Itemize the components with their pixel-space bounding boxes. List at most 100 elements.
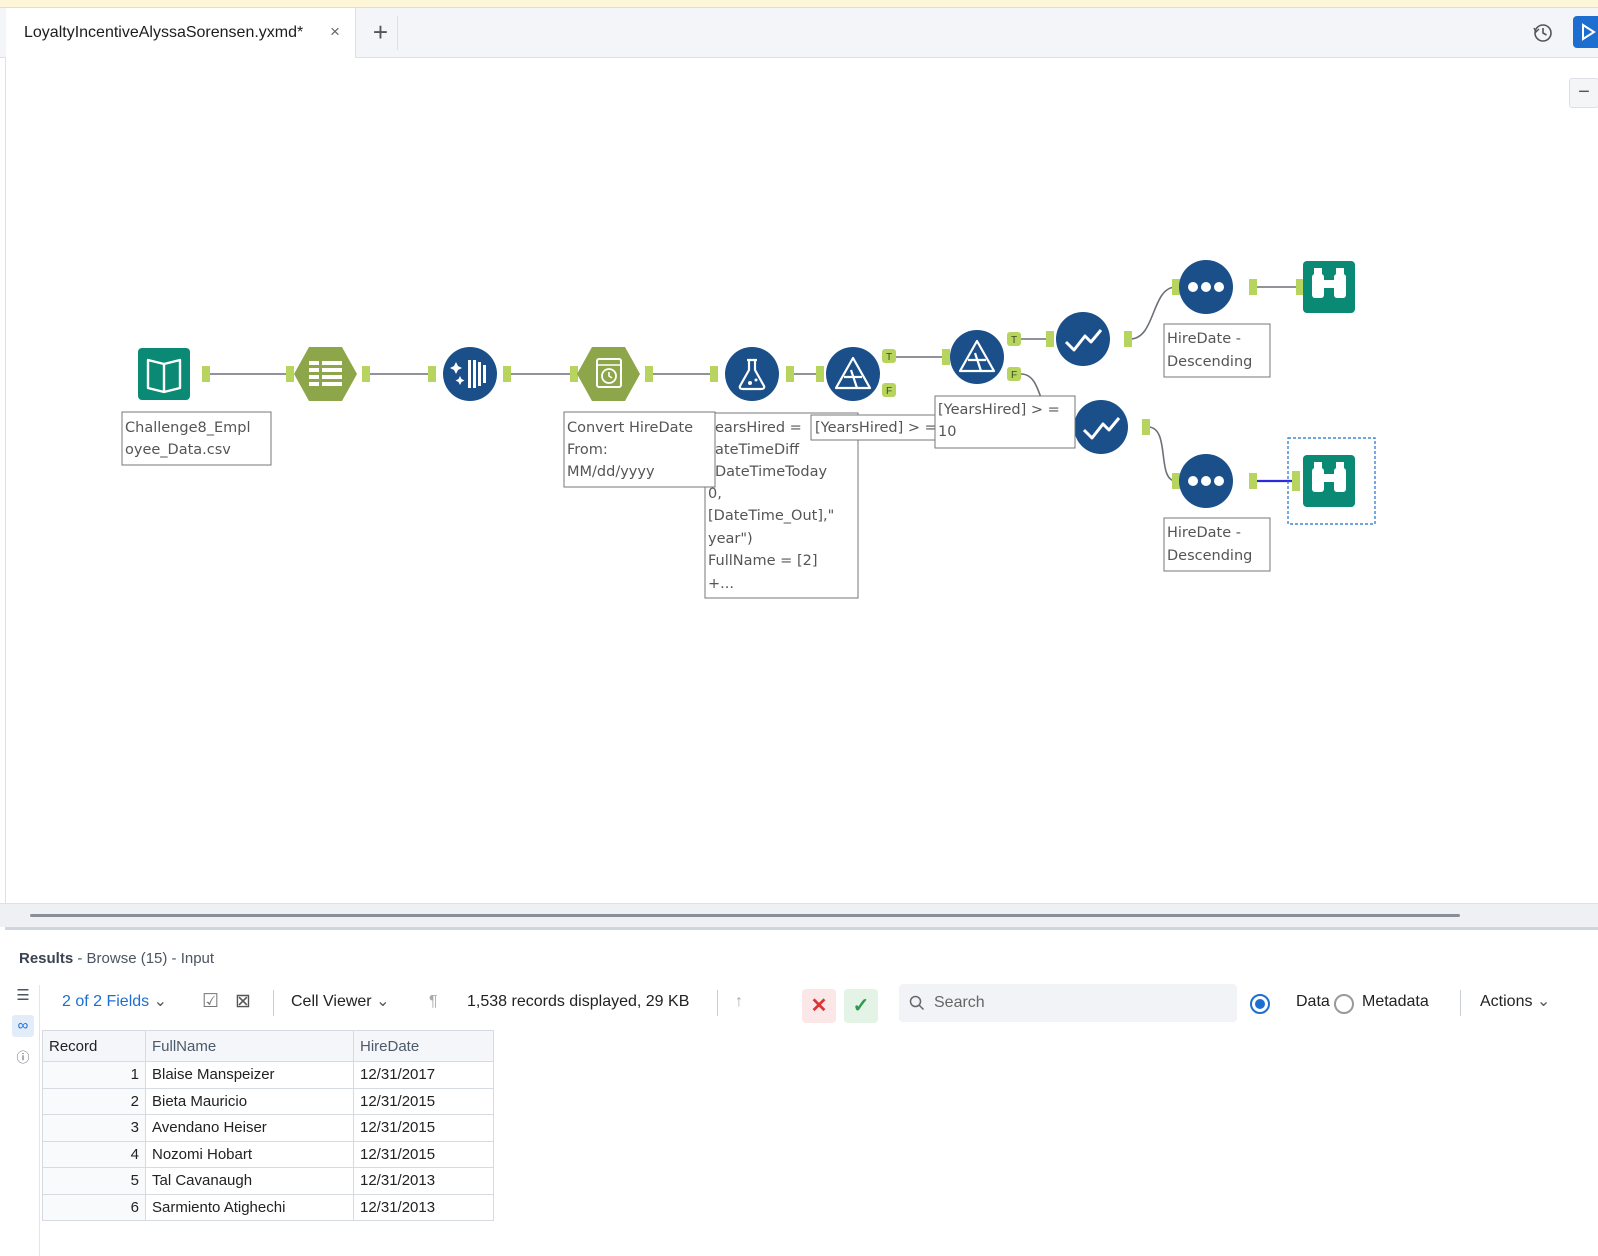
radio-metadata[interactable]	[1334, 994, 1354, 1014]
binoculars-icon	[1312, 462, 1346, 492]
table-row[interactable]: 3 Avendano Heiser 12/31/2015	[42, 1114, 494, 1142]
tool-filter-1[interactable]	[826, 347, 880, 401]
table-row[interactable]: 5 Tal Cavanaugh 12/31/2013	[42, 1167, 494, 1195]
table-row[interactable]: 1 Blaise Manspeizer 12/31/2017	[42, 1061, 494, 1089]
fields-dropdown[interactable]: 2 of 2 Fields ⌄	[62, 993, 168, 1010]
scrollbar-thumb[interactable]	[30, 914, 1460, 917]
help-icon[interactable]: ⓘ	[16, 1050, 30, 1065]
anchor-f-2: F	[1007, 367, 1021, 381]
hiredate-cell[interactable]: 12/31/2013	[353, 1193, 494, 1221]
pilcrow-icon[interactable]: ¶	[429, 993, 438, 1010]
svg-text:ateTimeDiff: ateTimeDiff	[715, 442, 800, 458]
canvas-horizontal-scrollbar[interactable]	[0, 903, 1598, 927]
filter-icon	[958, 339, 996, 373]
column-header-fullname[interactable]: FullName	[145, 1030, 354, 1062]
actions-dropdown[interactable]: Actions ⌄	[1480, 993, 1551, 1010]
tool-filter-2[interactable]	[950, 330, 1004, 384]
selection-box	[1287, 437, 1376, 525]
annotation-datetime: Convert HireDate From: MM/dd/yyyy	[563, 411, 716, 488]
annotation-input: Challenge8_Empl oyee_Data.csv	[121, 411, 272, 466]
svg-text:HireDate -: HireDate -	[1167, 331, 1241, 347]
results-title: Results - Browse (15) - Input	[19, 950, 215, 967]
annotation-filter-1: [YearsHired] > =	[810, 414, 937, 441]
annotation-formula: earsHired = ateTimeDiff DateTimeToday 0,…	[704, 412, 859, 599]
hiredate-cell[interactable]: 12/31/2013	[353, 1167, 494, 1195]
arrow-up-icon[interactable]: ↑	[735, 993, 743, 1010]
fullname-cell[interactable]: Avendano Heiser	[145, 1114, 354, 1142]
hiredate-cell[interactable]: 12/31/2017	[353, 1061, 494, 1089]
tool-input-data[interactable]	[138, 348, 190, 400]
tab-workflow[interactable]: LoyaltyIncentiveAlyssaSorensen.yxmd* ×	[6, 8, 356, 58]
zoom-out-button[interactable]: −	[1569, 78, 1598, 108]
select-all-icon[interactable]: ☑	[202, 991, 220, 1012]
hiredate-cell[interactable]: 12/31/2015	[353, 1087, 494, 1115]
svg-text:Descending: Descending	[1167, 354, 1252, 370]
filter-icon	[834, 356, 872, 390]
cell-viewer-dropdown[interactable]: Cell Viewer ⌄	[291, 993, 390, 1010]
checkmark-icon	[1064, 329, 1103, 352]
results-toolbar: 2 of 2 Fields ⌄ ☑ ⊠ Cell Viewer ⌄ ¶ 1,53…	[47, 982, 1598, 1023]
cancel-icon-button[interactable]: ✕	[802, 989, 836, 1023]
binoculars-icon[interactable]: ∞	[12, 1015, 34, 1037]
table-row[interactable]: 6 Sarmiento Atighechi 12/31/2013	[42, 1193, 494, 1221]
tool-browse-2[interactable]	[1303, 455, 1355, 507]
svg-text:HireDate -: HireDate -	[1167, 525, 1241, 541]
fullname-cell[interactable]: Bieta Mauricio	[145, 1087, 354, 1115]
annotation-filter-2: [YearsHired] > = 10	[934, 395, 1076, 449]
results-panel: Results - Browse (15) - Input ☰ ∞ ⓘ 2 of…	[5, 927, 1598, 1256]
tool-data-cleansing[interactable]	[443, 347, 497, 401]
table-row[interactable]: 2 Bieta Mauricio 12/31/2015	[42, 1087, 494, 1115]
radio-data-label: Data	[1296, 993, 1330, 1010]
svg-text:0,: 0,	[708, 486, 722, 502]
cleansing-icon	[450, 360, 486, 388]
table-row[interactable]: 4 Nozomi Hobart 12/31/2015	[42, 1140, 494, 1168]
list-icon[interactable]: ☰	[16, 987, 30, 1004]
column-header-hiredate[interactable]: HireDate	[353, 1030, 494, 1062]
results-table: Record FullName HireDate 1 Blaise Manspe…	[42, 1030, 494, 1221]
svg-text:[DateTime_Out],": [DateTime_Out],"	[708, 508, 834, 524]
record-cell: 3	[42, 1114, 146, 1142]
tool-datetime[interactable]	[577, 347, 640, 401]
confirm-icon-button[interactable]: ✓	[844, 989, 878, 1023]
tool-select[interactable]	[294, 347, 357, 401]
radio-data[interactable]	[1250, 994, 1270, 1014]
search-placeholder: Search	[934, 994, 985, 1011]
deselect-all-icon[interactable]: ⊠	[235, 991, 251, 1012]
workflow-canvas[interactable]: T F T F	[5, 58, 1598, 903]
svg-text:oyee_Data.csv: oyee_Data.csv	[125, 442, 231, 458]
svg-text:+...: +...	[708, 576, 734, 592]
fullname-cell[interactable]: Blaise Manspeizer	[145, 1061, 354, 1089]
table-icon	[309, 361, 342, 386]
hiredate-cell[interactable]: 12/31/2015	[353, 1140, 494, 1168]
radio-metadata-label: Metadata	[1362, 993, 1429, 1010]
dots-icon	[1188, 282, 1224, 292]
new-tab-button[interactable]: +	[364, 16, 398, 50]
fullname-cell[interactable]: Tal Cavanaugh	[145, 1167, 354, 1195]
record-cell: 6	[42, 1193, 146, 1221]
tool-select-records-2[interactable]	[1074, 400, 1128, 454]
svg-text:T: T	[1011, 335, 1017, 346]
search-input[interactable]: Search	[899, 984, 1237, 1022]
fullname-cell[interactable]: Sarmiento Atighechi	[145, 1193, 354, 1221]
tool-browse-1[interactable]	[1303, 261, 1355, 313]
binoculars-icon	[1312, 268, 1346, 298]
chevron-down-icon: ⌄	[376, 993, 390, 1010]
calendar-clock-icon	[596, 358, 622, 388]
fullname-cell[interactable]: Nozomi Hobart	[145, 1140, 354, 1168]
close-tab-icon[interactable]: ×	[330, 22, 340, 41]
column-header-record[interactable]: Record	[42, 1030, 146, 1062]
tool-select-records-1[interactable]	[1056, 312, 1110, 366]
tool-sort-1[interactable]	[1179, 260, 1233, 314]
anchor-t-2: T	[1007, 332, 1021, 346]
search-icon	[909, 995, 925, 1011]
annotation-sort-1: HireDate - Descending	[1163, 323, 1271, 378]
record-cell: 2	[42, 1087, 146, 1115]
history-icon[interactable]	[1532, 22, 1554, 44]
svg-text:DateTimeToday: DateTimeToday	[715, 464, 827, 480]
svg-text:MM/dd/yyyy: MM/dd/yyyy	[567, 464, 655, 480]
tool-sort-2[interactable]	[1179, 454, 1233, 508]
tool-formula[interactable]	[725, 347, 779, 401]
run-button[interactable]	[1573, 16, 1598, 48]
hiredate-cell[interactable]: 12/31/2015	[353, 1114, 494, 1142]
svg-text:10: 10	[938, 424, 956, 440]
